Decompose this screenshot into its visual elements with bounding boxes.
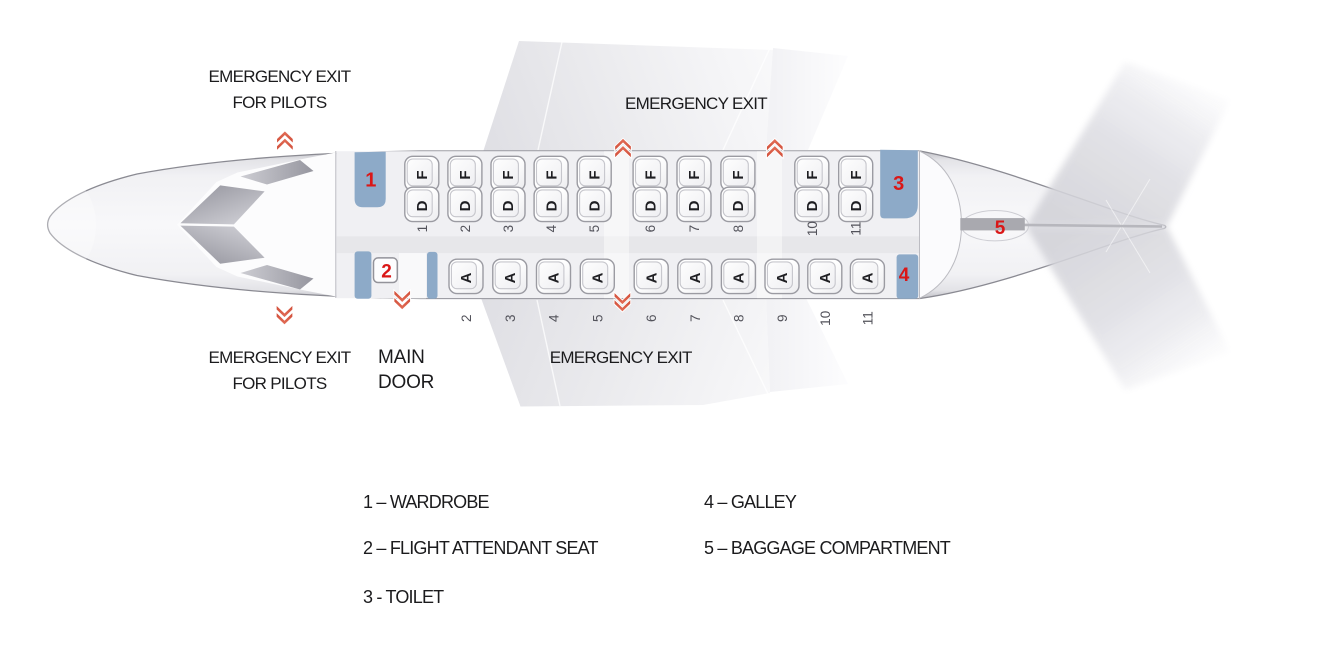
svg-text:9: 9 [775,315,790,323]
svg-text:D: D [414,200,431,211]
svg-text:4: 4 [544,224,559,232]
svg-text:D: D [586,200,603,211]
svg-text:7: 7 [688,315,703,323]
svg-text:5: 5 [590,315,605,323]
svg-text:4: 4 [547,314,562,322]
svg-text:A: A [643,272,660,283]
svg-text:D: D [543,200,560,211]
svg-text:D: D [457,200,474,211]
svg-text:F: F [414,170,431,179]
svg-text:A: A [731,272,748,283]
svg-text:F: F [730,170,747,179]
svg-text:D: D [848,200,865,211]
svg-text:11: 11 [849,222,864,236]
svg-text:10: 10 [805,221,820,236]
svg-text:7: 7 [687,225,702,233]
svg-text:4: 4 [899,265,910,286]
svg-text:F: F [848,170,865,179]
svg-text:D: D [730,200,747,211]
svg-text:2: 2 [458,225,473,233]
svg-text:D: D [804,200,821,211]
svg-text:10: 10 [818,311,833,326]
svg-text:F: F [642,170,659,179]
svg-text:A: A [817,272,834,283]
svg-text:A: A [502,272,519,283]
svg-text:3: 3 [503,315,518,323]
svg-text:D: D [500,200,517,211]
svg-text:D: D [642,200,659,211]
svg-text:F: F [686,170,703,179]
svg-text:8: 8 [731,315,746,323]
svg-text:F: F [500,170,517,179]
svg-text:1: 1 [365,170,376,192]
svg-text:A: A [774,272,791,283]
svg-text:11: 11 [860,311,875,325]
svg-text:3: 3 [893,173,904,195]
svg-text:F: F [457,170,474,179]
svg-text:A: A [546,272,563,283]
svg-text:2: 2 [459,315,474,323]
svg-text:1: 1 [415,225,430,233]
svg-text:A: A [860,272,877,283]
svg-text:2: 2 [381,261,392,282]
svg-text:A: A [590,272,607,283]
svg-text:5: 5 [995,218,1006,239]
svg-text:F: F [804,170,821,179]
svg-text:F: F [543,170,560,179]
svg-text:F: F [586,170,603,179]
svg-text:D: D [686,200,703,211]
svg-text:3: 3 [501,225,516,233]
svg-text:6: 6 [644,315,659,323]
svg-text:6: 6 [643,225,658,233]
svg-text:8: 8 [731,225,746,233]
svg-text:5: 5 [587,225,602,233]
svg-text:A: A [458,272,475,283]
svg-text:A: A [687,272,704,283]
